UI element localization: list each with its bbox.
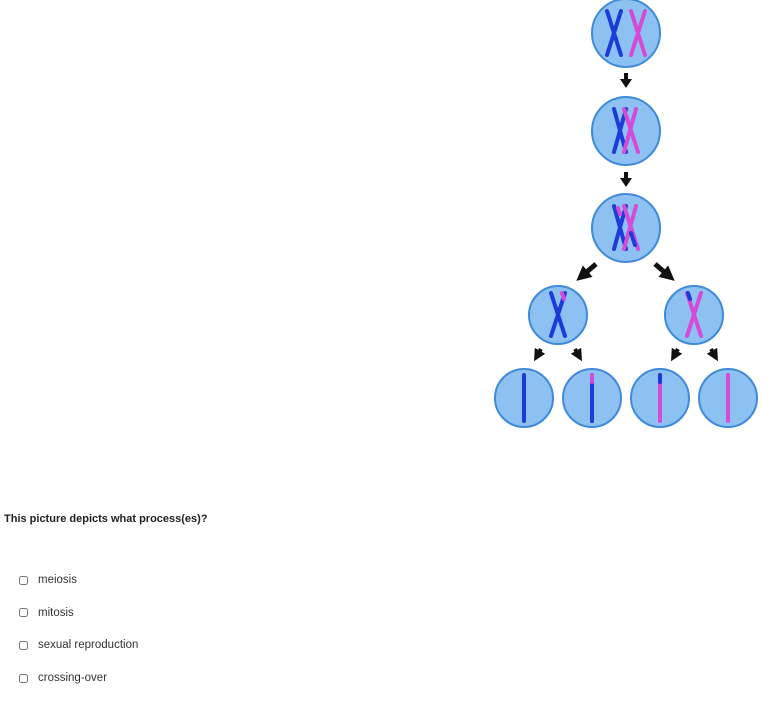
arrow-down-right-icon <box>653 262 675 281</box>
gamete-cell-1 <box>494 368 554 428</box>
pink-chromosome <box>629 9 647 57</box>
pink-chromosome <box>622 107 640 154</box>
parent-cell <box>591 0 661 68</box>
arrow-down-icon <box>620 73 632 88</box>
blue-chromosome <box>605 9 623 57</box>
question-text: This picture depicts what process(es)? <box>4 513 208 525</box>
answer-options: meiosis mitosis sexual reproduction cros… <box>19 572 138 703</box>
gamete-cell-2 <box>562 368 622 428</box>
duplicated-cell <box>591 96 661 166</box>
checkbox-meiosis[interactable] <box>19 575 28 585</box>
arrow-down-icon <box>534 347 718 362</box>
checkbox-sexual-reproduction[interactable] <box>19 640 28 650</box>
option-mitosis[interactable]: mitosis <box>19 605 138 621</box>
option-crossing-over[interactable]: crossing-over <box>19 670 138 686</box>
option-label: meiosis <box>38 574 77 586</box>
arrow-down-icon <box>620 172 632 187</box>
daughter-cell-left <box>528 285 588 345</box>
option-label: sexual reproduction <box>38 639 139 652</box>
arrow-down-left-icon <box>576 262 598 281</box>
checkbox-mitosis[interactable] <box>19 608 28 618</box>
option-sexual-reproduction[interactable]: sexual reproduction <box>19 637 138 653</box>
option-label: crossing-over <box>38 672 108 685</box>
option-label: mitosis <box>38 606 74 619</box>
meiosis-diagram <box>488 0 762 440</box>
crossing-over-cell <box>591 193 661 263</box>
checkbox-crossing-over[interactable] <box>19 673 28 683</box>
option-meiosis[interactable]: meiosis <box>19 572 138 588</box>
daughter-cell-right <box>664 285 724 345</box>
gamete-cell-3 <box>630 368 690 428</box>
gamete-cell-4 <box>698 368 758 428</box>
meiosis-diagram-svg <box>494 0 758 428</box>
